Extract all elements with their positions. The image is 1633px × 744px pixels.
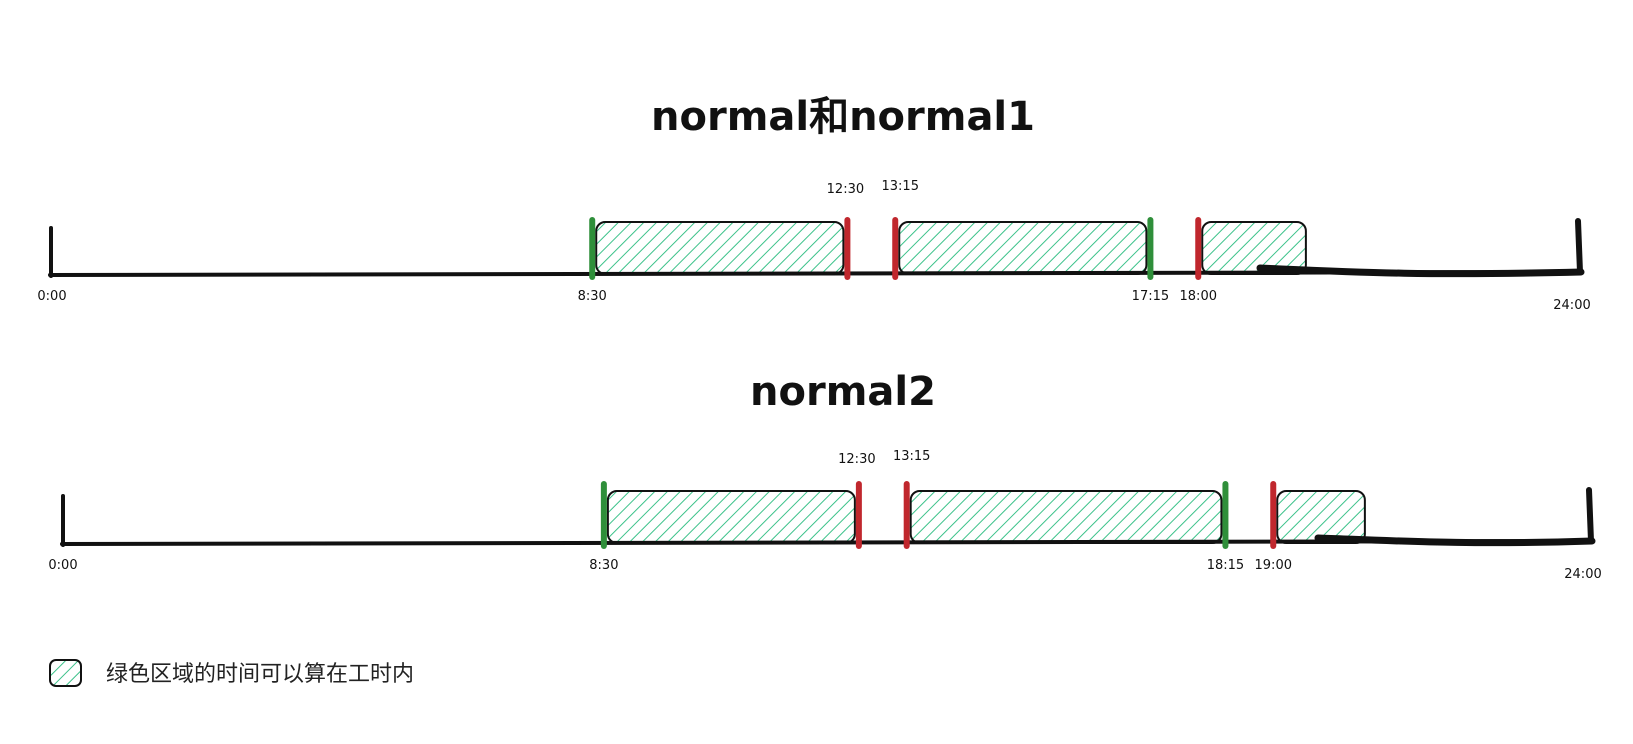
timeline-2-green-areas [606, 490, 1366, 544]
timeline-1-green-areas [595, 221, 1307, 275]
timeline-2-title: normal2 [750, 369, 936, 415]
legend: 绿色区域的时间可以算在工时内 [49, 659, 414, 687]
timeline-1-marker-label-3: 13:15 [882, 179, 919, 194]
timeline-1-marker-label-1: 8:30 [578, 289, 607, 304]
timeline-1-marker-label-2: 12:30 [827, 182, 864, 197]
timeline-1-markers: 8:30 12:30 13:15 17:15 18:00 [578, 179, 1217, 304]
timeline-1-green-area-1 [595, 221, 845, 275]
timeline-2-markers: 8:30 12:30 13:15 18:15 19:00 [589, 449, 1292, 573]
timeline-1-green-area-2 [898, 221, 1148, 275]
timeline-2-marker-label-2: 12:30 [838, 452, 875, 467]
timeline-1-marker-label-4: 17:15 [1132, 289, 1169, 304]
timeline-1-end-label: 24:00 [1553, 298, 1590, 313]
timeline-1-axis-thick-end [1256, 264, 1585, 278]
timeline-2: normal2 8:30 12:30 13:15 18:15 19:00 0:00 24… [48, 369, 1601, 582]
timeline-2-end-tick [1586, 487, 1594, 544]
timeline-2-marker-label-3: 13:15 [893, 449, 930, 464]
legend-swatch [49, 659, 82, 687]
timeline-2-green-area-1 [606, 490, 856, 544]
timeline-2-end-label: 24:00 [1564, 567, 1601, 582]
timeline-1-title: normal和normal1 [651, 94, 1035, 140]
timeline-2-green-area-2 [909, 490, 1223, 544]
timeline-2-marker-label-1: 8:30 [589, 558, 618, 573]
timeline-2-axis-thick-end [1314, 534, 1596, 547]
timeline-2-marker-label-4: 18:15 [1207, 558, 1244, 573]
timeline-1-marker-label-5: 18:00 [1180, 289, 1217, 304]
timeline-2-start-label: 0:00 [48, 558, 77, 573]
timeline-2-marker-label-5: 19:00 [1255, 558, 1292, 573]
legend-text: 绿色区域的时间可以算在工时内 [106, 662, 414, 687]
timeline-1-end-tick [1575, 218, 1583, 275]
timeline-1-start-label: 0:00 [37, 289, 66, 304]
